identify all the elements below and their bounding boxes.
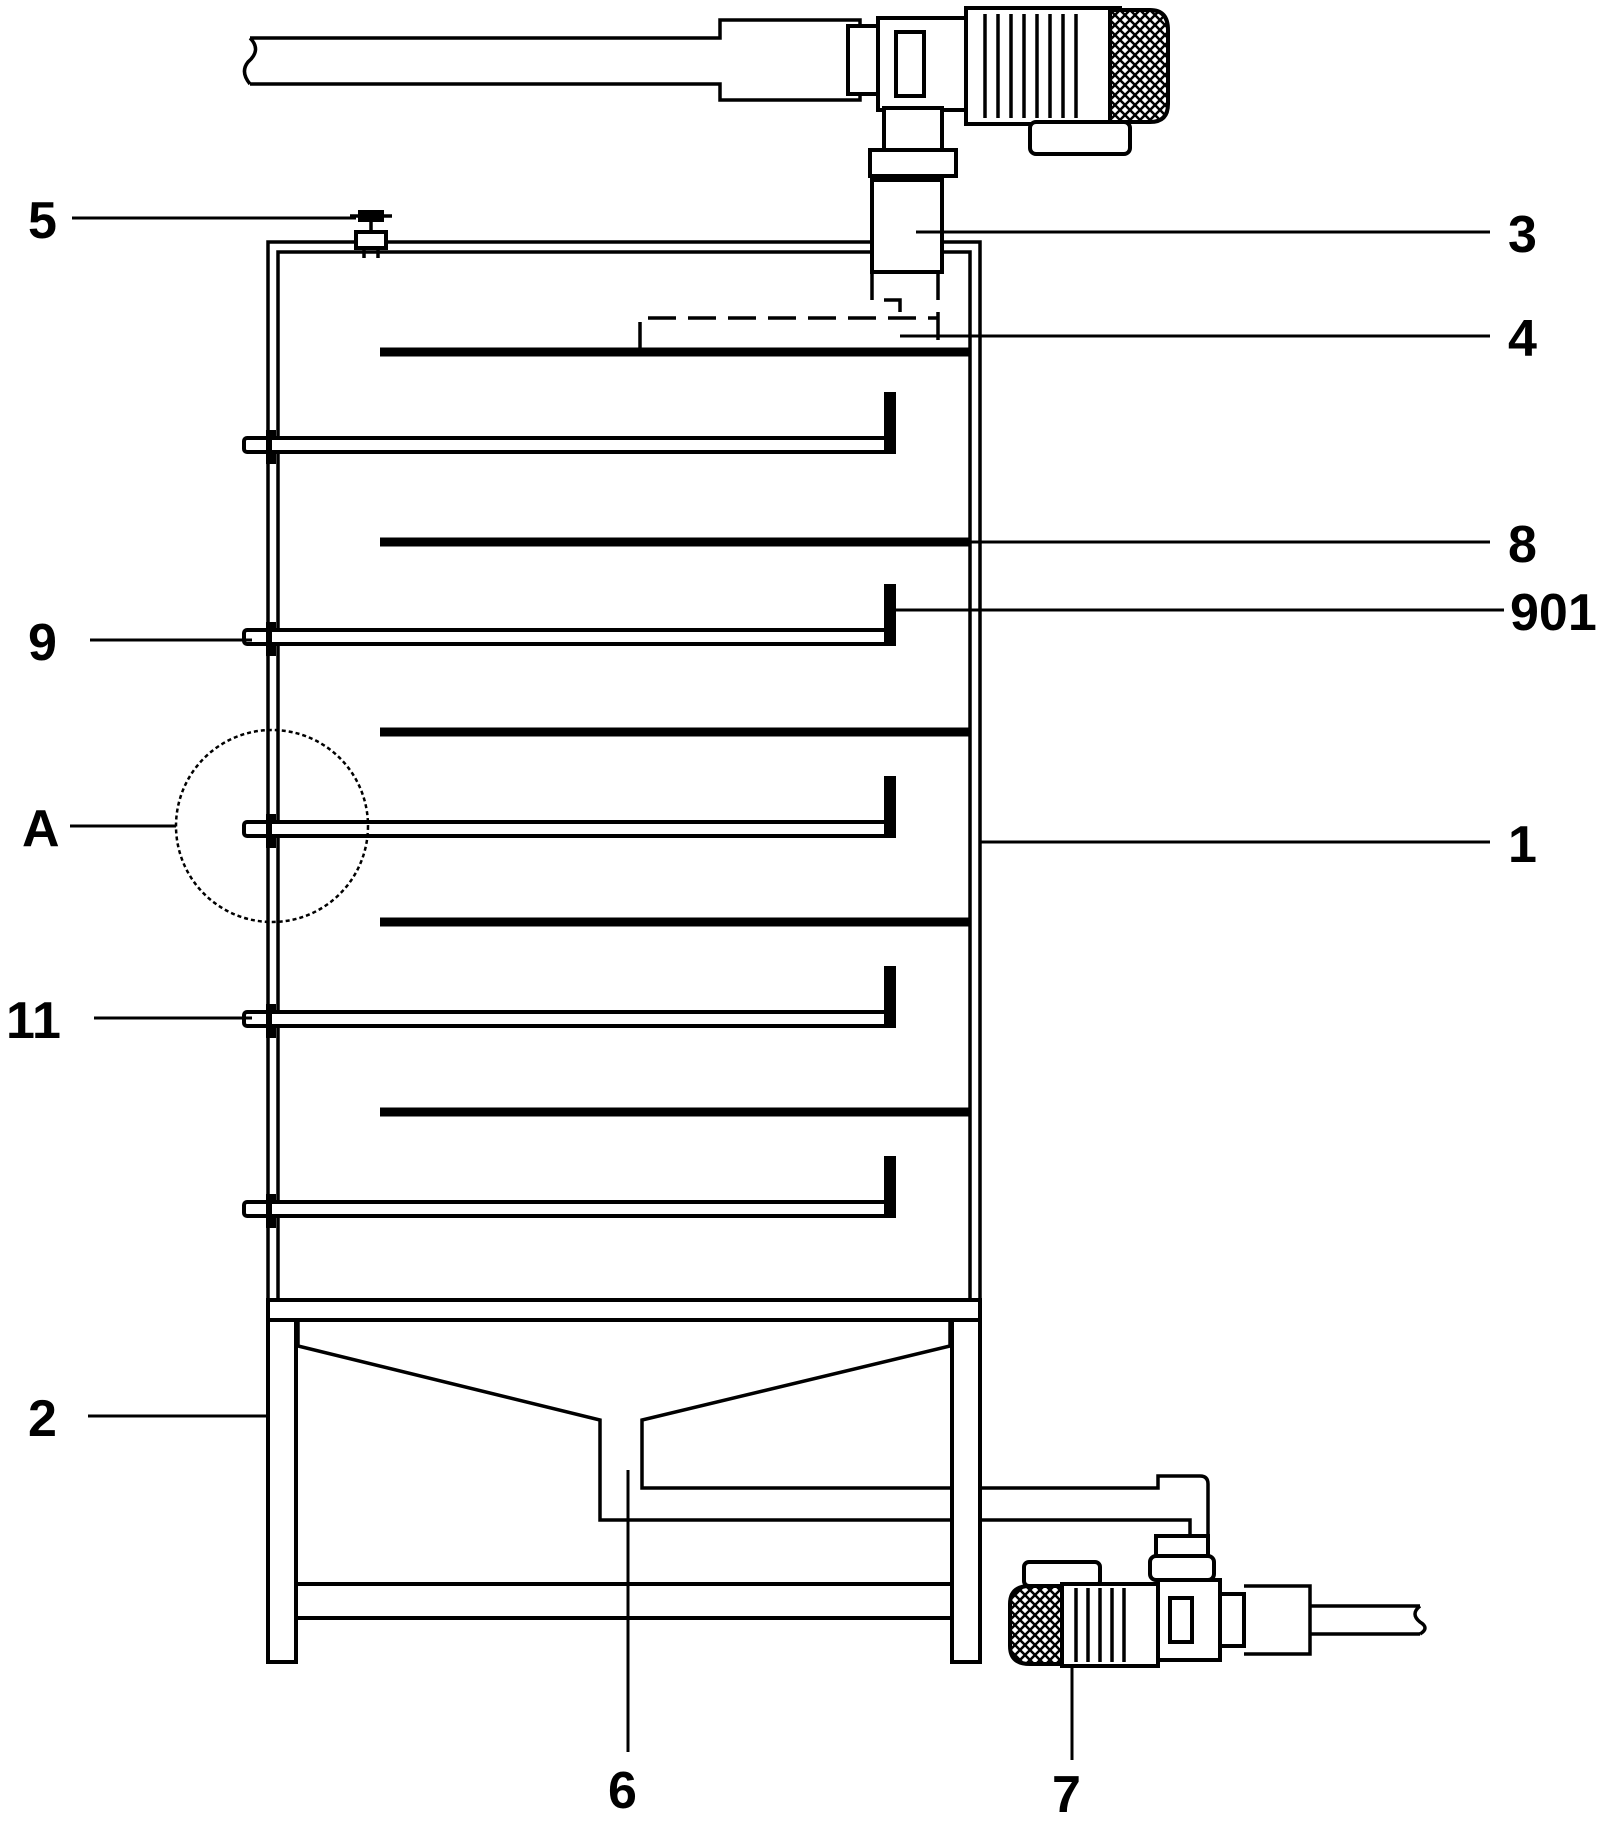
top-coupling xyxy=(846,24,882,96)
label-11: 11 xyxy=(6,992,61,1050)
tray-5 xyxy=(242,1156,896,1228)
distributor xyxy=(638,316,938,350)
tank-outer-wall xyxy=(266,240,982,1300)
top-pump-assembly xyxy=(242,6,1170,246)
bottom-motor-fins xyxy=(1074,1588,1126,1662)
tray-3 xyxy=(242,776,896,848)
label-7: 7 xyxy=(1052,1766,1081,1824)
label-9: 9 xyxy=(28,614,57,672)
tray-2 xyxy=(242,584,896,656)
right-leg xyxy=(950,1318,982,1664)
leader-lines xyxy=(70,216,1504,1760)
label-3: 3 xyxy=(1508,206,1537,264)
top-motor-fins xyxy=(983,14,1078,118)
label-1: 1 xyxy=(1508,816,1537,874)
tank-bottom-plate xyxy=(266,1298,982,1322)
bottom-motor-fan-cover xyxy=(1008,1584,1066,1666)
bottom-motor-housing xyxy=(1060,1582,1160,1668)
tray-4 xyxy=(242,966,896,1038)
label-2: 2 xyxy=(28,1390,57,1448)
support-frame xyxy=(266,1318,982,1664)
bottom-pump-window xyxy=(1168,1596,1194,1644)
label-901: 901 xyxy=(1510,584,1597,642)
fixed-baffles xyxy=(380,347,970,1117)
top-motor-foot xyxy=(1028,120,1132,156)
bottom-pipe-break xyxy=(1413,1604,1427,1636)
tank-inner-wall xyxy=(276,250,972,1300)
label-a: A xyxy=(22,800,60,858)
inlet-pipe-inner-dashed xyxy=(870,272,902,320)
inlet-pipe xyxy=(870,178,944,350)
top-motor-fan-cover xyxy=(1108,8,1170,124)
cross-beam xyxy=(294,1582,954,1620)
label-8: 8 xyxy=(1508,516,1537,574)
top-pump-window xyxy=(894,30,926,98)
label-4: 4 xyxy=(1508,310,1537,368)
top-motor-housing xyxy=(964,6,1122,126)
top-inlet-pipe xyxy=(250,18,862,102)
label-6: 6 xyxy=(608,1762,637,1820)
bottom-pump-assembly xyxy=(1008,1560,1427,1668)
collector-funnel xyxy=(296,1322,952,1522)
outlet-pipe xyxy=(980,1474,1216,1582)
label-5: 5 xyxy=(28,192,57,250)
bottom-discharge-pipe xyxy=(1244,1584,1420,1656)
tank xyxy=(266,240,982,1322)
trays xyxy=(242,392,896,1228)
top-pump-neck xyxy=(882,106,944,154)
reference-labels: 5 3 4 8 901 9 A 1 11 2 6 7 xyxy=(6,192,1597,1824)
valve-5 xyxy=(350,210,392,258)
left-leg xyxy=(266,1318,298,1664)
bottom-coupling xyxy=(1218,1592,1246,1648)
tray-1 xyxy=(242,392,896,464)
top-flange xyxy=(868,148,958,178)
top-pipe-break xyxy=(242,36,258,86)
